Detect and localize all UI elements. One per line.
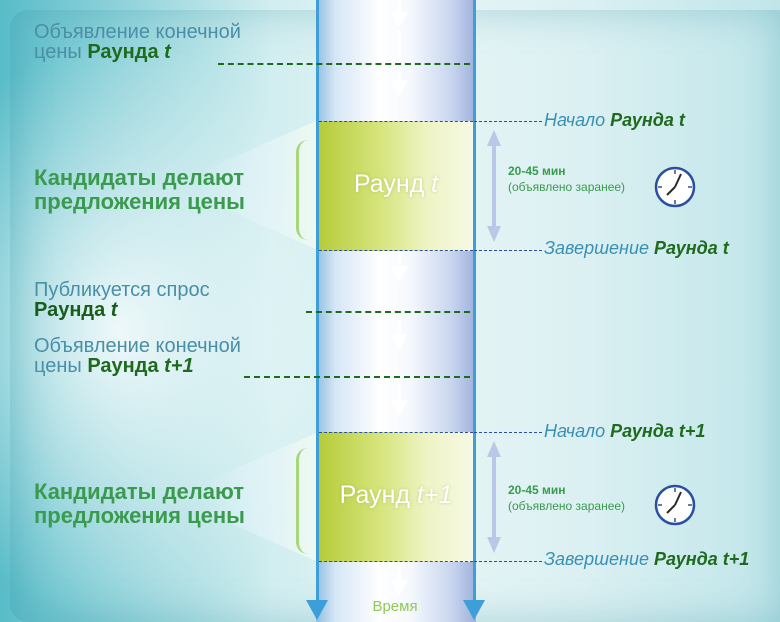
end-line-t1 bbox=[474, 561, 542, 562]
candidates-bid-t: Кандидаты делают предложения цены bbox=[34, 165, 245, 214]
final-price-announce-t: Объявление конечной цены Раунда t bbox=[34, 21, 241, 63]
arrow-down-icon bbox=[390, 266, 408, 282]
end-line-t bbox=[474, 250, 542, 251]
arrow-down-icon bbox=[306, 600, 328, 620]
start-round-t-label: Начало Раунда t bbox=[544, 110, 685, 130]
end-round-t-label: Завершение Раунда t bbox=[544, 238, 729, 258]
arrow-down-icon bbox=[390, 80, 408, 96]
round-t1-block: Раунд t+1 bbox=[319, 432, 473, 562]
arrow-down-icon bbox=[463, 600, 485, 620]
round-t1-label: Раунд t+1 bbox=[339, 481, 453, 509]
double-arrow-icon bbox=[487, 130, 501, 242]
start-line-t1 bbox=[474, 432, 542, 433]
demand-line-t bbox=[306, 311, 470, 313]
brace-icon bbox=[296, 140, 309, 240]
clock-icon bbox=[654, 484, 696, 526]
arrow-down-icon bbox=[390, 400, 408, 416]
flow-stem bbox=[397, 30, 401, 80]
column-right-line bbox=[473, 0, 476, 608]
final-price-line-t bbox=[218, 63, 470, 65]
clock-icon bbox=[654, 166, 696, 208]
time-axis-label: Время bbox=[372, 598, 418, 615]
flow-stem bbox=[397, 380, 401, 400]
duration-round-t: 20-45 мин (объявлено заранее) bbox=[508, 164, 626, 194]
brace-icon bbox=[296, 448, 309, 554]
start-line-t bbox=[474, 121, 542, 122]
final-price-line-t1 bbox=[244, 376, 470, 378]
end-round-t1-label: Завершение Раунда t+1 bbox=[544, 549, 750, 569]
arrow-down-icon bbox=[390, 12, 408, 28]
double-arrow-icon bbox=[487, 441, 501, 553]
round-t-block: Раунд t bbox=[319, 121, 473, 251]
flow-stem bbox=[397, 566, 401, 580]
arrow-down-icon bbox=[390, 334, 408, 350]
duration-round-t1: 20-45 мин (объявлено заранее) bbox=[508, 483, 626, 513]
flow-stem bbox=[397, 252, 401, 266]
column-left-line bbox=[316, 0, 319, 608]
arrow-down-icon bbox=[390, 580, 408, 596]
start-round-t1-label: Начало Раунда t+1 bbox=[544, 421, 706, 441]
final-price-announce-t1: Объявление конечной цены Раунда t+1 bbox=[34, 335, 241, 377]
demand-published-t: Публикуется спрос Раунда t bbox=[34, 279, 210, 321]
flow-stem bbox=[397, 0, 401, 12]
flow-stem bbox=[397, 320, 401, 334]
candidates-bid-t1: Кандидаты делают предложения цены bbox=[34, 479, 245, 528]
round-t-label: Раунд t bbox=[353, 170, 439, 198]
